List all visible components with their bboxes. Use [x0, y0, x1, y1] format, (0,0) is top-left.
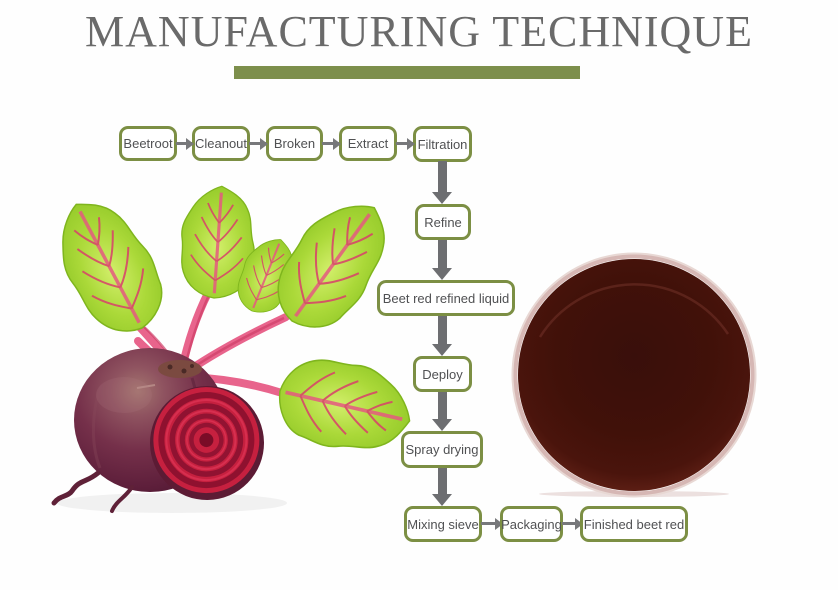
arrow-right-icon: [249, 137, 268, 150]
flow-step-spray-drying: Spray drying: [401, 431, 483, 468]
flow-step-extract: Extract: [339, 126, 397, 161]
arrow-right-icon: [176, 137, 194, 150]
beet-shadow: [57, 493, 287, 513]
beet-root-tails: [51, 470, 134, 513]
arrow-right-icon: [396, 137, 415, 150]
flow-step-cleanout: Cleanout: [192, 126, 250, 161]
flow-step-packaging: Packaging: [500, 506, 563, 542]
arrow-right-icon: [322, 137, 341, 150]
flow-step-finished-beet-red: Finished beet red: [580, 506, 688, 542]
arrow-down-icon: [432, 161, 452, 204]
title-underline-bar: [234, 66, 580, 79]
beet-red-liquid: [518, 259, 750, 491]
flow-step-beetroot: Beetroot: [119, 126, 177, 161]
arrow-down-icon: [432, 316, 452, 356]
beetroot-with-leaves-photo: [42, 183, 414, 513]
beet-red-liquid-dish-photo: [511, 252, 757, 498]
halved-beetroot: [150, 386, 264, 500]
arrow-right-icon: [481, 517, 503, 530]
dish-outer-rim: [511, 252, 757, 498]
flow-step-mixing-sieve: Mixing sieve: [404, 506, 482, 542]
dish-rim: [513, 254, 755, 496]
arrow-down-icon: [432, 468, 452, 506]
beet-crown: [158, 360, 202, 378]
arrow-down-icon: [432, 392, 452, 431]
arrow-right-icon: [562, 517, 583, 530]
flow-step-refine: Refine: [415, 204, 471, 240]
flow-step-deploy: Deploy: [413, 356, 472, 392]
page-title: MANUFACTURING TECHNIQUE: [85, 7, 753, 56]
arrow-down-icon: [432, 240, 452, 280]
flow-step-beet-red-refined-liquid: Beet red refined liquid: [377, 280, 515, 316]
flow-step-filtration: Filtration: [413, 126, 472, 162]
flow-step-broken: Broken: [266, 126, 323, 161]
